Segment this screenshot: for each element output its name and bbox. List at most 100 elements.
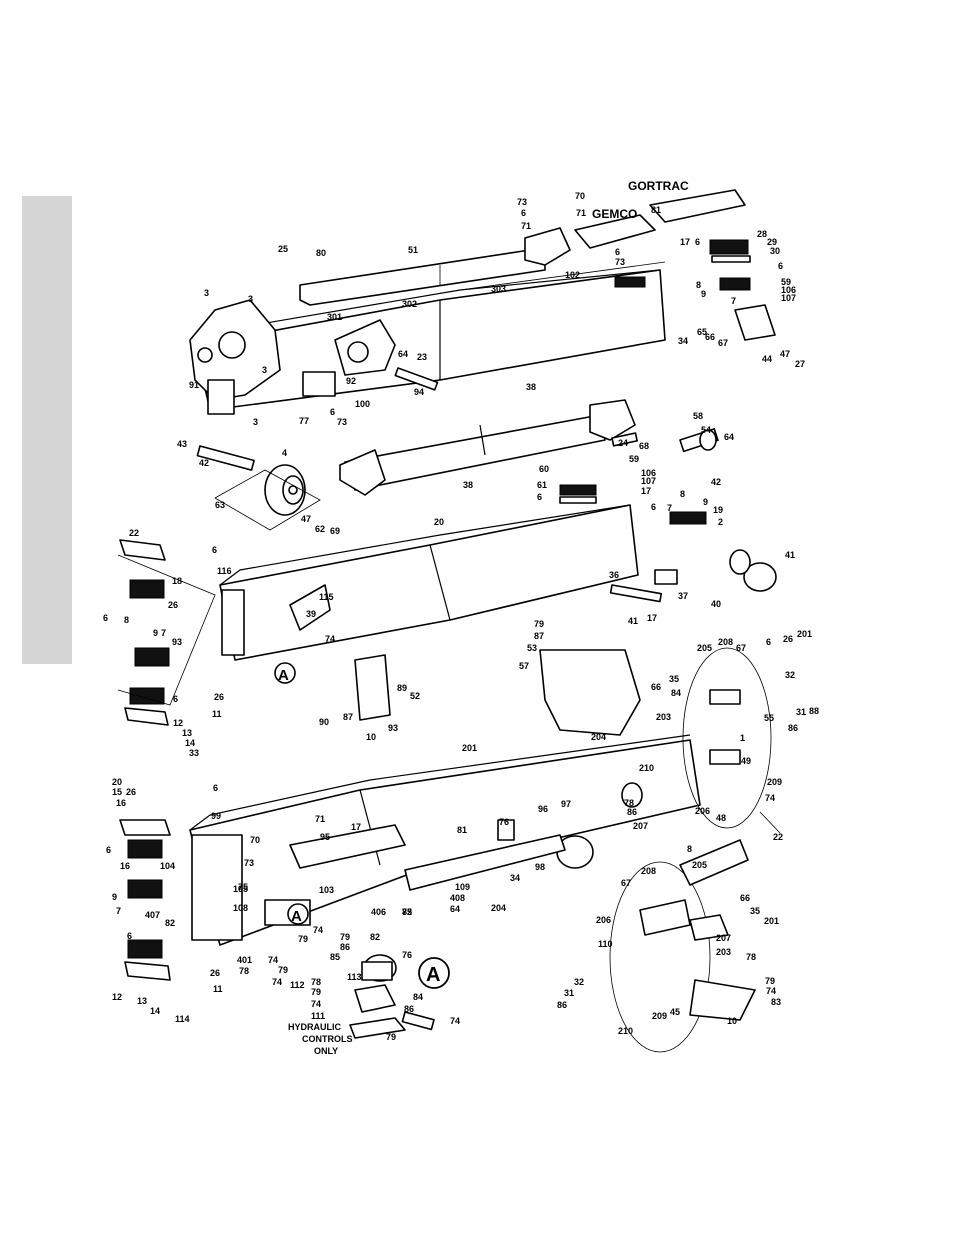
part-callout: 26 — [783, 634, 793, 644]
part-callout: 92 — [346, 376, 356, 386]
part-callout: 100 — [355, 399, 370, 409]
part-callout: 301 — [327, 312, 342, 322]
part-callout: 401 — [237, 955, 252, 965]
part-callout: 49 — [741, 756, 751, 766]
part-callout: 303 — [491, 284, 506, 294]
part-callout: 116 — [217, 566, 232, 576]
part-callout: 37 — [678, 591, 688, 601]
part-callout: 107 — [781, 293, 796, 303]
part-callout: 41 — [785, 550, 795, 560]
part-callout: 27 — [795, 359, 805, 369]
part-callout: 104 — [160, 861, 175, 871]
part-callout: 93 — [172, 637, 182, 647]
part-callout: 205 — [697, 643, 712, 653]
part-callout: 106 — [641, 468, 656, 478]
part-callout: 54 — [701, 425, 711, 435]
part-callout: 208 — [641, 866, 656, 876]
part-callout: 32 — [574, 977, 584, 987]
part-callout: 43 — [177, 439, 187, 449]
part-callout: 26 — [214, 692, 224, 702]
part-callout: 58 — [693, 411, 703, 421]
upper-boom-section — [189, 189, 776, 415]
part-callout: 59 — [781, 277, 791, 287]
part-callout: 47 — [301, 514, 311, 524]
part-callout: 102 — [565, 270, 580, 280]
middle-wear-pads — [117, 539, 216, 726]
part-callout: 3 — [204, 288, 209, 298]
part-callout: 95 — [320, 832, 330, 842]
part-callout: 80 — [316, 248, 326, 258]
part-callout: 13 — [137, 996, 147, 1006]
detail-chain-block — [639, 689, 756, 1021]
part-callout: 74 — [765, 793, 775, 803]
part-callout: 90 — [319, 717, 329, 727]
brand-labels: GORTRAC GEMCO — [592, 179, 689, 221]
part-callout: 22 — [129, 528, 139, 538]
part-callout: 15 — [112, 787, 122, 797]
part-callout: 89 — [397, 683, 407, 693]
part-callout: 94 — [414, 387, 424, 397]
part-callout: 6 — [521, 208, 526, 218]
part-callout: 4 — [282, 448, 287, 458]
part-callout: 114 — [175, 1014, 190, 1024]
part-callout: 74 — [313, 925, 323, 935]
part-callout: 81 — [457, 825, 467, 835]
part-callout: 106 — [781, 285, 796, 295]
part-callout: 86 — [340, 942, 350, 952]
part-callout: 9 — [153, 628, 158, 638]
part-callout: 98 — [535, 862, 545, 872]
part-callout: 19 — [713, 505, 723, 515]
part-callout: 20 — [434, 517, 444, 527]
part-callout: 86 — [627, 807, 637, 817]
part-callout: 12 — [173, 718, 183, 728]
part-callout: 91 — [189, 380, 199, 390]
detail-marker-2: A — [291, 908, 302, 925]
part-callout: 3 — [262, 365, 267, 375]
part-callout: 6 — [615, 247, 620, 257]
part-callout: 48 — [716, 813, 726, 823]
part-callout: 93 — [388, 723, 398, 733]
part-callout: 60 — [539, 464, 549, 474]
part-callout: 69 — [330, 526, 340, 536]
gortrac-label: GORTRAC — [628, 179, 689, 193]
part-callout: 7 — [731, 296, 736, 306]
part-callout: 42 — [711, 477, 721, 487]
part-callout: 207 — [633, 821, 648, 831]
lower-wear-pads — [119, 819, 171, 981]
part-callout: 84 — [671, 688, 681, 698]
part-callout: 71 — [521, 221, 531, 231]
detail-circle-lower — [609, 861, 711, 1053]
part-callout: 30 — [770, 246, 780, 256]
part-callout: 6 — [103, 613, 108, 623]
part-callout: 79 — [765, 976, 775, 986]
part-callout: 36 — [609, 570, 619, 580]
part-callout: 74 — [450, 1016, 460, 1026]
part-callout: 108 — [233, 903, 248, 913]
part-callout: 201 — [797, 629, 812, 639]
part-callout: 112 — [290, 980, 305, 990]
part-callout: 201 — [764, 916, 779, 926]
part-callout: 41 — [628, 616, 638, 626]
part-callout: 105 — [233, 884, 248, 894]
part-callout: 62 — [315, 524, 325, 534]
part-callout: 74 — [272, 977, 282, 987]
note-line-3: ONLY — [314, 1046, 338, 1056]
part-callout: 76 — [402, 950, 412, 960]
part-callout: 72 — [402, 907, 412, 917]
part-callout: 25 — [278, 244, 288, 254]
part-callout: 6 — [537, 492, 542, 502]
intermediate-boom-section — [219, 484, 777, 721]
part-callout: 63 — [215, 500, 225, 510]
part-callout: 82 — [165, 918, 175, 928]
part-callout: 73 — [517, 197, 527, 207]
part-callout: 12 — [112, 992, 122, 1002]
part-callout: 203 — [716, 947, 731, 957]
part-callout: 204 — [591, 732, 606, 742]
note-line-2: CONTROLS — [302, 1034, 353, 1044]
detail-a-markers: A A A — [274, 662, 450, 989]
part-callout: 86 — [557, 1000, 567, 1010]
part-callout: 8 — [124, 615, 129, 625]
detail-marker-3: A — [426, 964, 440, 986]
